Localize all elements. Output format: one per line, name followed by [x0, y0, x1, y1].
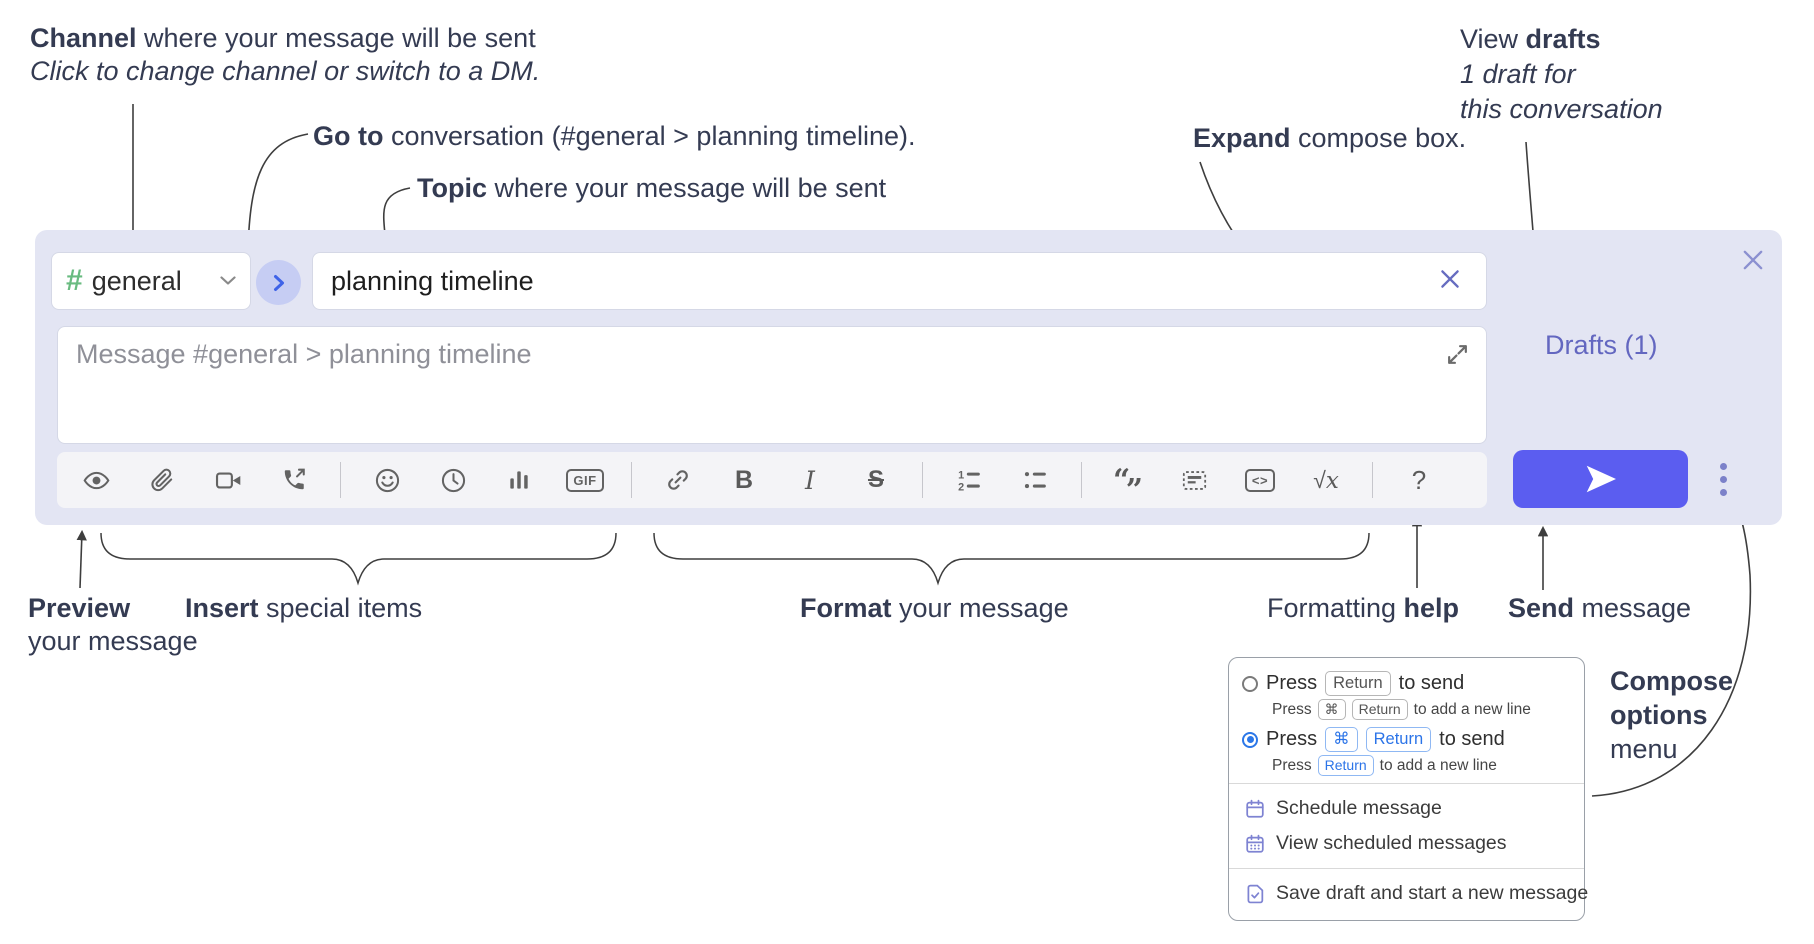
gif-button[interactable]: GIF: [552, 456, 618, 504]
eye-icon: [83, 471, 109, 489]
strikethrough-button[interactable]: S: [843, 456, 909, 504]
radio-option-return-to-send[interactable]: Press Return to send: [1242, 668, 1571, 699]
spoiler-button[interactable]: [1161, 456, 1227, 504]
paperclip-icon: [151, 468, 173, 492]
hash-icon: #: [66, 264, 83, 297]
toolbar-divider: [1372, 462, 1373, 498]
toolbar-divider: [631, 462, 632, 498]
bulleted-list-button[interactable]: [1002, 456, 1068, 504]
toolbar-divider: [1081, 462, 1082, 498]
audio-call-button[interactable]: [261, 456, 327, 504]
video-call-button[interactable]: [195, 456, 261, 504]
smiley-icon: [375, 468, 399, 492]
message-textarea[interactable]: [57, 326, 1487, 444]
channel-name: general: [91, 265, 182, 296]
chevron-down-icon: [220, 276, 236, 285]
menu-item-save-draft-new-message[interactable]: Save draft and start a new message: [1242, 876, 1588, 911]
toolbar-divider: [922, 462, 923, 498]
radio-selected-icon[interactable]: [1242, 731, 1258, 748]
emoji-button[interactable]: [354, 456, 420, 504]
link-icon: [668, 470, 688, 490]
italic-button[interactable]: I: [777, 456, 843, 504]
phone-call-icon: [284, 468, 305, 490]
x-icon: [1441, 270, 1459, 288]
radio-option-cmd-return-subtext: Press Return to add a new line: [1272, 755, 1571, 776]
close-icon: [1743, 250, 1763, 270]
spoiler-icon: [1182, 470, 1206, 490]
annotation-help: Formatting help: [1267, 593, 1460, 623]
bold-button[interactable]: B: [711, 456, 777, 504]
annotation-expand: Expand compose box.: [1193, 123, 1467, 153]
numbered-list-button[interactable]: 1 2: [936, 456, 1002, 504]
bar-chart-icon: [510, 471, 528, 489]
code-button[interactable]: <>: [1227, 456, 1293, 504]
question-mark-icon: ?: [1411, 464, 1427, 495]
topic-input[interactable]: [312, 252, 1487, 310]
annotation-insert: Insert special items: [185, 593, 423, 623]
radio-option-return-subtext: Press ⌘ Return to add a new line: [1272, 699, 1571, 720]
annotation-compose-options: Compose options menu: [1610, 666, 1734, 764]
calendar-icon: [1246, 799, 1264, 818]
code-icon: <>: [1244, 468, 1276, 492]
toolbar-divider: [340, 462, 341, 498]
annotation-send: Send message: [1508, 593, 1692, 623]
format-brace: [653, 532, 1370, 586]
annotation-topic: Topic where your message will be sent: [417, 173, 887, 203]
calendar-grid-icon: [1246, 834, 1264, 853]
compose-options-button[interactable]: [1711, 456, 1735, 502]
connector-preview: [76, 529, 87, 589]
quote-icon: “ ”: [1113, 463, 1143, 508]
expand-icon: [1448, 345, 1467, 364]
send-icon: [1586, 465, 1616, 493]
menu-divider: [1229, 868, 1584, 869]
compose-box: # general Draf: [35, 230, 1782, 525]
clear-topic-button[interactable]: [1437, 266, 1463, 295]
schedule-time-button[interactable]: [420, 456, 486, 504]
annotation-goto: Go to conversation (#general > planning …: [313, 121, 916, 151]
video-camera-icon: [215, 471, 240, 489]
chevron-right-icon: [273, 274, 284, 291]
svg-text:2: 2: [958, 481, 964, 493]
menu-item-schedule-message[interactable]: Schedule message: [1242, 791, 1571, 826]
math-button[interactable]: √x: [1293, 456, 1359, 504]
channel-selector[interactable]: # general: [51, 252, 251, 310]
ellipsis-icon: [1719, 462, 1727, 470]
math-icon: √x: [1313, 466, 1339, 494]
menu-divider: [1229, 783, 1584, 784]
gif-icon: GIF: [566, 468, 604, 492]
document-check-icon: [1247, 884, 1264, 903]
quote-button[interactable]: “ ”: [1095, 456, 1161, 508]
compose-toolbar: GIF B I S 1 2: [57, 452, 1487, 508]
drafts-link[interactable]: Drafts (1): [1545, 330, 1658, 360]
expand-compose-button[interactable]: [1445, 342, 1470, 370]
menu-item-view-scheduled-messages[interactable]: View scheduled messages: [1242, 826, 1571, 861]
clock-icon: [441, 468, 465, 492]
annotation-channel: Channel where your message will be sent …: [30, 23, 541, 86]
svg-text:1: 1: [958, 469, 964, 481]
annotation-format: Format your message: [800, 593, 1069, 623]
insert-brace: [100, 532, 617, 586]
formatting-help-button[interactable]: ?: [1386, 456, 1452, 504]
send-button[interactable]: [1513, 450, 1688, 508]
goto-conversation-button[interactable]: [256, 260, 301, 305]
bulleted-list-icon: [1024, 472, 1046, 489]
radio-unselected-icon[interactable]: [1242, 675, 1258, 692]
annotation-preview: Preview your message: [28, 593, 198, 656]
link-button[interactable]: [645, 456, 711, 504]
attach-file-button[interactable]: [129, 456, 195, 504]
radio-option-cmd-return-to-send[interactable]: Press ⌘ Return to send: [1242, 724, 1571, 755]
preview-button[interactable]: [63, 456, 129, 504]
compose-options-menu: Press Return to send Press ⌘ Return to a…: [1228, 657, 1588, 921]
numbered-list-icon: 1 2: [958, 469, 980, 493]
annotation-view-drafts: View drafts 1 draft for this conversatio…: [1460, 24, 1663, 124]
poll-button[interactable]: [486, 456, 552, 504]
close-compose-button[interactable]: [1739, 246, 1767, 277]
